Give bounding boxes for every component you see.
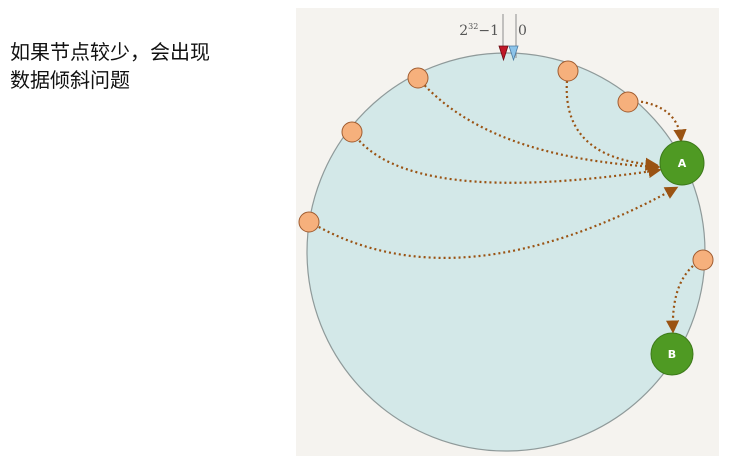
- hash-ring-figure: 232−1 0 A B: [296, 8, 719, 456]
- ring-max-label: 232−1: [459, 22, 499, 39]
- data-node: [557, 60, 579, 82]
- mapping-arrow: [309, 186, 679, 259]
- caption: 如果节点较少，会出现 数据倾斜问题: [10, 38, 270, 94]
- mapping-arrow: [565, 70, 659, 171]
- server-node-a: A: [659, 140, 705, 186]
- data-node: [341, 121, 363, 143]
- server-a-label: A: [678, 157, 687, 170]
- server-node-b: B: [650, 332, 694, 376]
- mapping-arrow: [352, 132, 662, 184]
- data-node: [617, 91, 639, 113]
- ring-zero-label: 0: [518, 23, 527, 39]
- max-value-marker: [498, 45, 509, 62]
- zero-value-marker: [508, 45, 519, 62]
- mapping-arrow: [417, 77, 661, 174]
- hash-ring-svg: 232−1 0 A B: [298, 14, 714, 452]
- data-node: [298, 211, 320, 233]
- hash-ring: [306, 52, 706, 452]
- server-b-label: B: [668, 348, 676, 361]
- data-node: [407, 67, 429, 89]
- caption-line-2: 数据倾斜问题: [10, 68, 130, 92]
- data-node: [692, 249, 714, 271]
- caption-line-1: 如果节点较少，会出现: [10, 40, 210, 64]
